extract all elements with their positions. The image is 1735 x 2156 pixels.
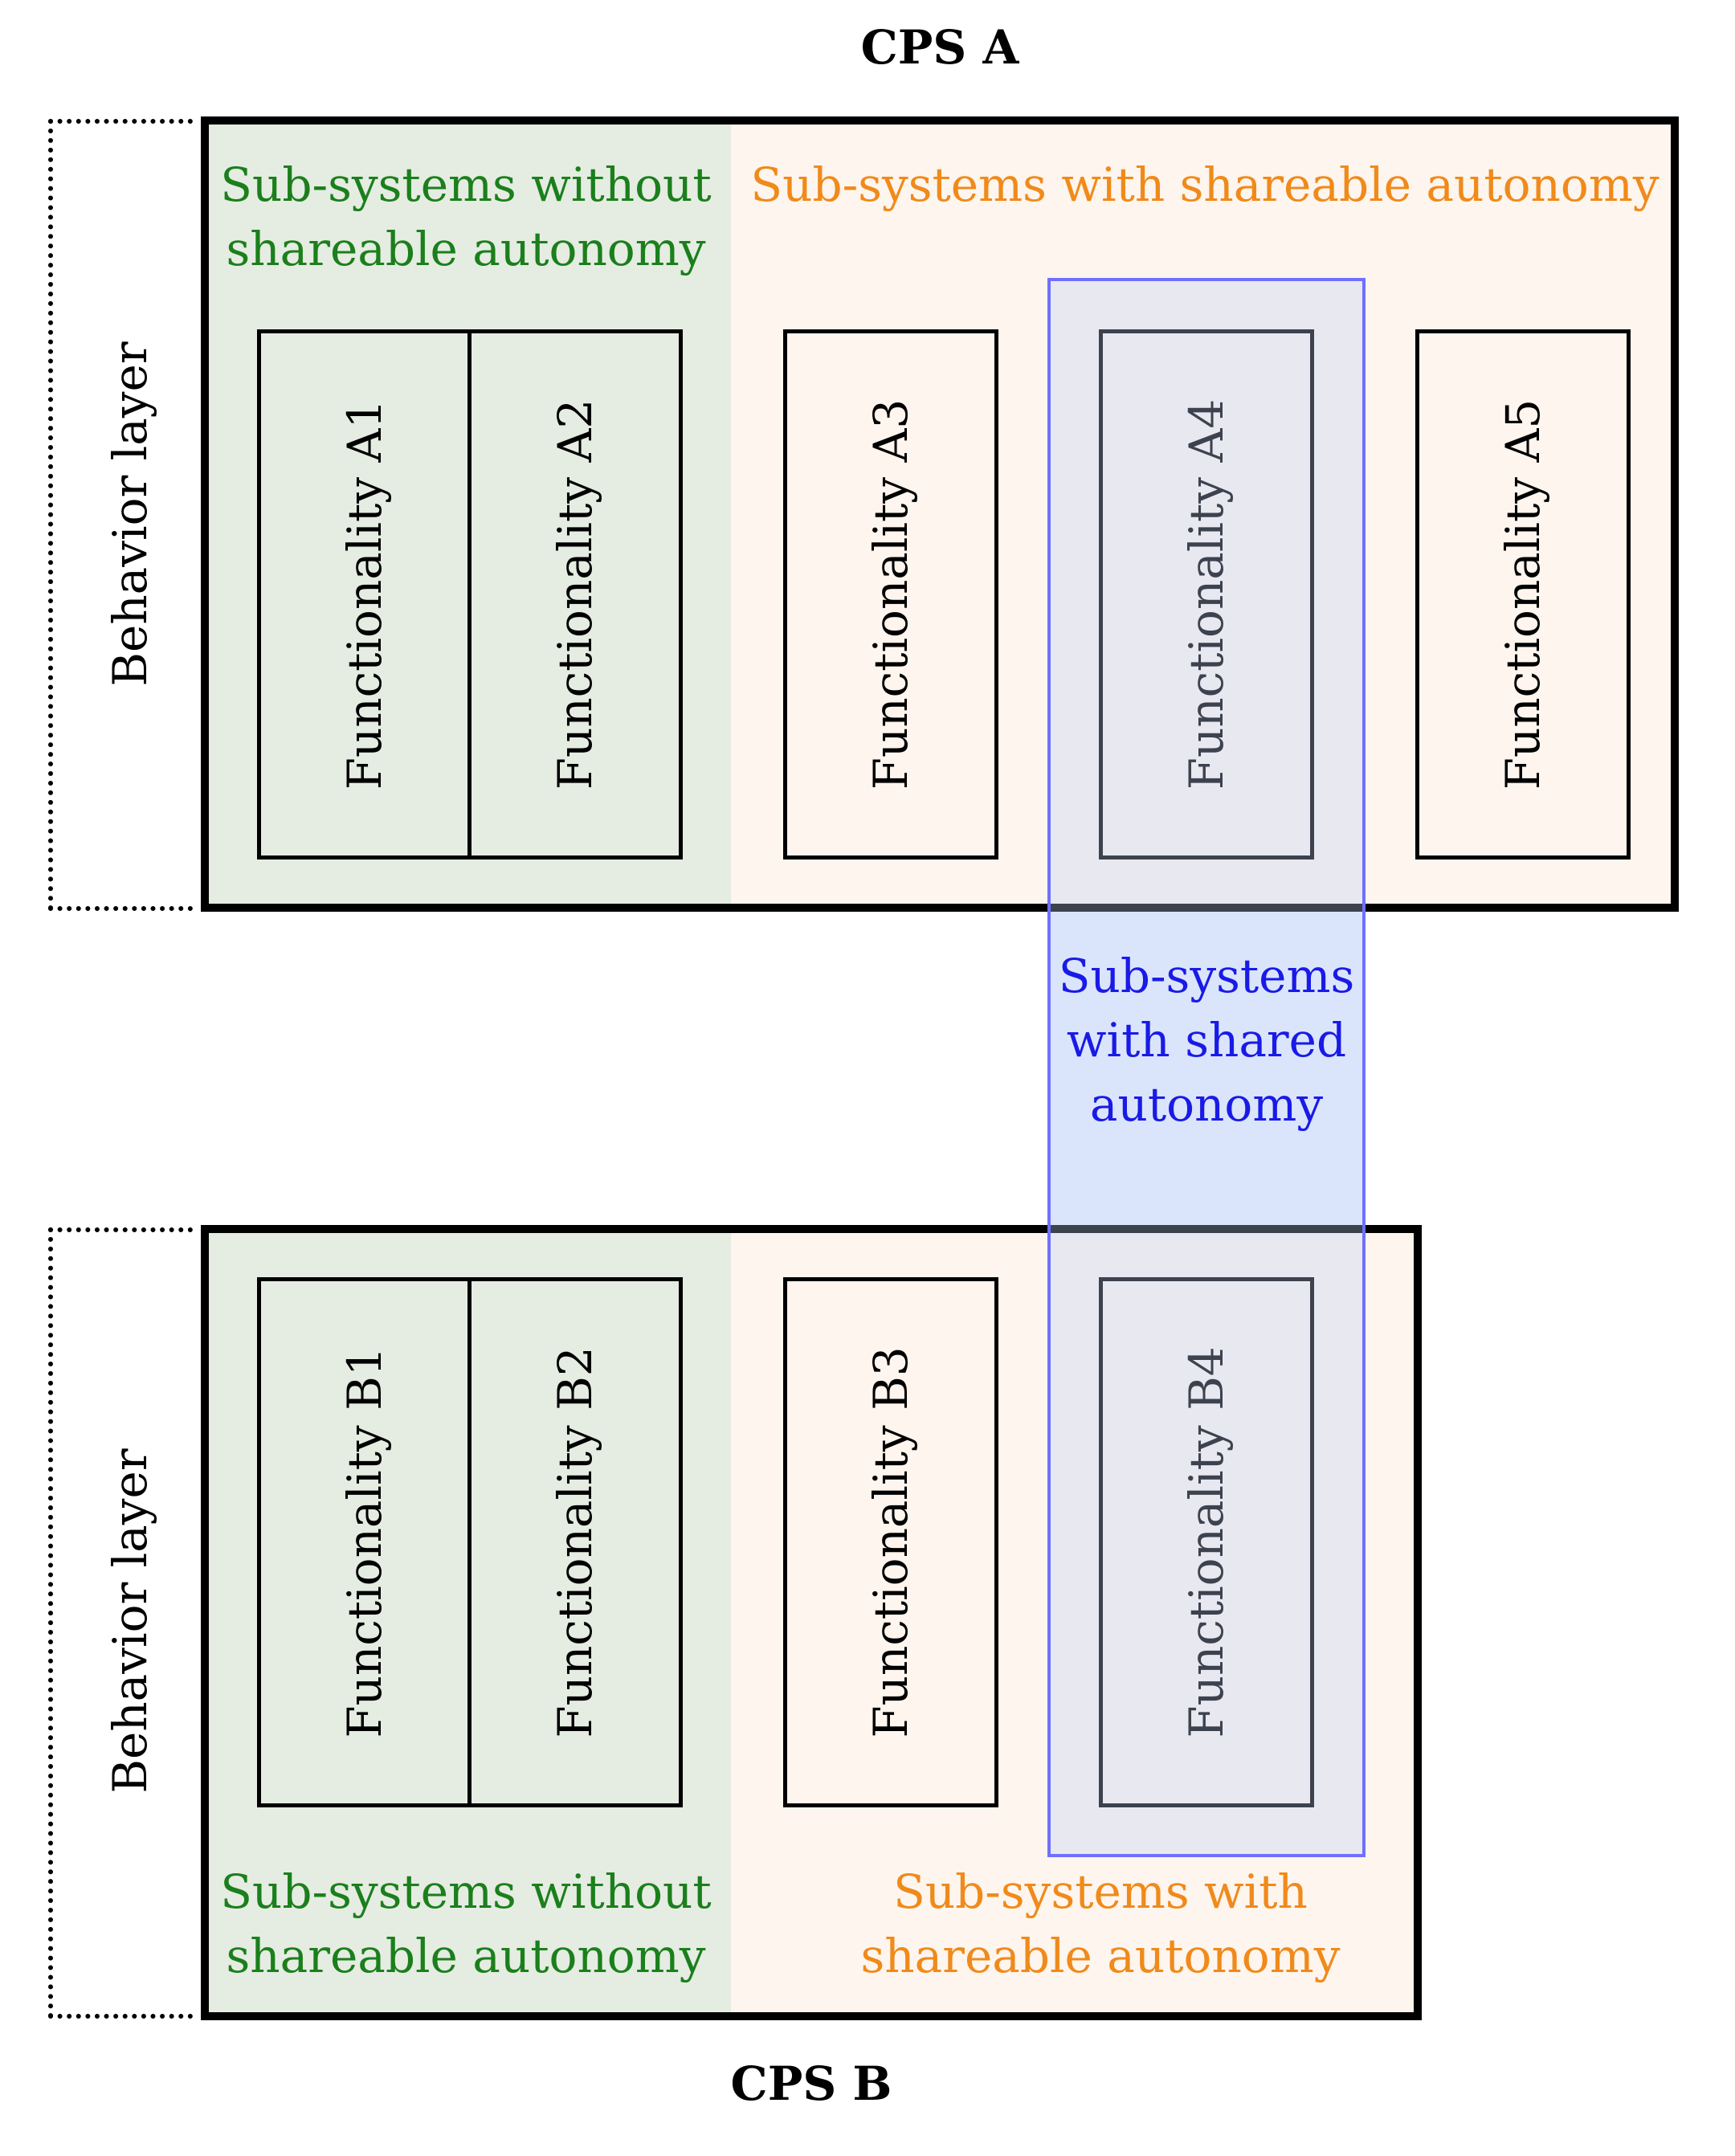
cps-b-layer-bracket — [48, 1227, 193, 2019]
shared-autonomy-box — [1047, 278, 1366, 1857]
cps-a-layer-bracket — [48, 119, 193, 911]
cps-a-layer-label: Behavior layer — [103, 341, 157, 687]
cps-b-with-label: Sub-systems with shareable autonomy — [860, 1864, 1341, 1983]
cps-a-without-label: Sub-systems without shareable autonomy — [220, 157, 712, 276]
functionality-a4-box: Functionality A4 — [1099, 329, 1314, 860]
cps-a-title: CPS A — [860, 20, 1019, 75]
cps-b-frame — [201, 1225, 1422, 2020]
cps-a-region-with — [731, 116, 1679, 912]
cps-b-region-without — [201, 1225, 731, 2020]
functionality-a3-box: Functionality A3 — [783, 329, 998, 860]
cps-b-title: CPS B — [730, 2056, 892, 2111]
cps-a-frame — [201, 116, 1679, 912]
shared-autonomy-label: Sub-systems with shared autonomy — [1058, 949, 1355, 1132]
cps-b-region-with — [731, 1225, 1422, 2020]
functionality-b4-box: Functionality B4 — [1099, 1277, 1314, 1807]
shared-autonomy-gap — [1049, 912, 1364, 1225]
functionality-a2-box: Functionality A2 — [467, 329, 683, 860]
cps-a-with-label: Sub-systems with shareable autonomy — [750, 157, 1659, 212]
functionality-b2-box: Functionality B2 — [467, 1277, 683, 1807]
cps-a-region-without — [201, 116, 731, 912]
functionality-b3-box: Functionality B3 — [783, 1277, 998, 1807]
functionality-a5-box: Functionality A5 — [1415, 329, 1631, 860]
cps-b-without-label: Sub-systems without shareable autonomy — [220, 1864, 712, 1983]
cps-b-layer-label: Behavior layer — [103, 1448, 157, 1794]
